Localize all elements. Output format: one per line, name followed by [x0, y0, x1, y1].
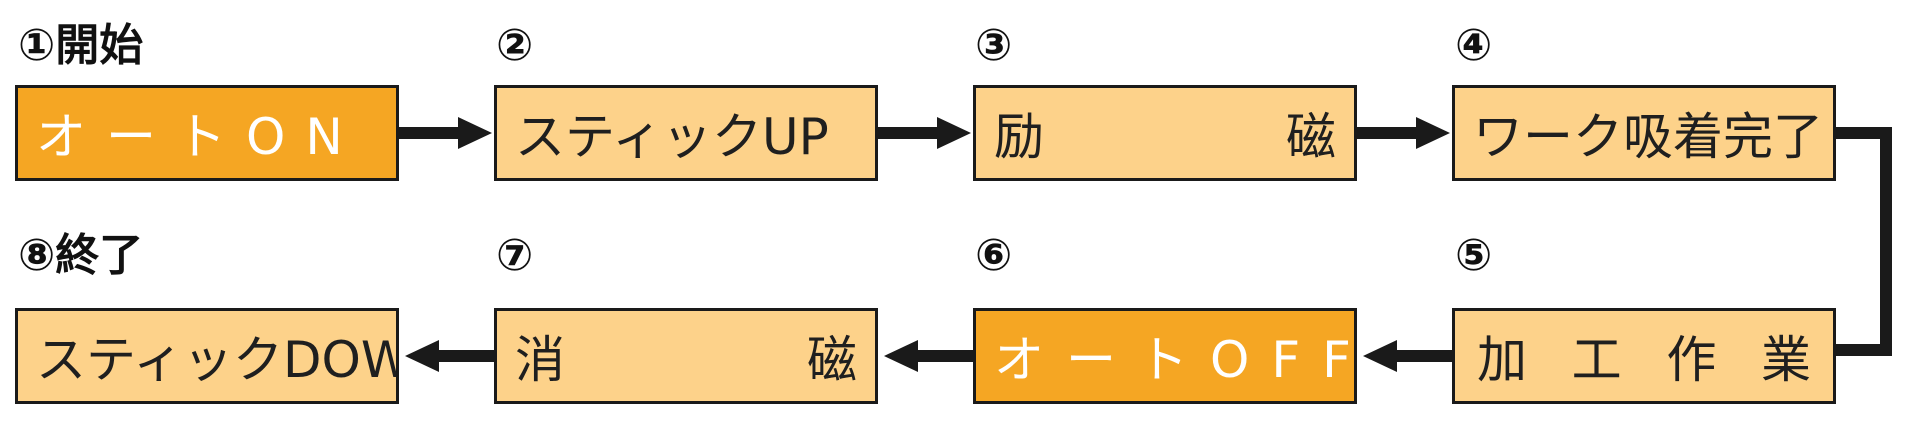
- step-6-label: ⑥: [975, 232, 1012, 280]
- arrow-4-to-5: [1836, 127, 1892, 356]
- step-1-caption: 開始: [55, 20, 144, 71]
- step-4-box: ワーク吸着完了: [1452, 85, 1836, 181]
- step-1-number: ①: [18, 20, 56, 71]
- step-5-text-b: 工: [1571, 331, 1622, 389]
- step-8-caption: 終了: [55, 230, 144, 281]
- step-3-text-a: 励: [994, 108, 1044, 166]
- step-8-number: ⑧: [18, 230, 56, 281]
- step-5-box: 加 工 作 業: [1452, 308, 1836, 404]
- step-3-text-b: 磁: [1286, 108, 1336, 166]
- arrow-7-to-8: [405, 340, 494, 372]
- arrow-5-to-6: [1363, 340, 1452, 372]
- step-7-text-b: 磁: [807, 331, 857, 389]
- step-5-number: ⑤: [1455, 230, 1493, 281]
- step-3-label: ③: [975, 22, 1012, 70]
- arrow-1-to-2: [399, 117, 492, 149]
- step-2-text: スティックUP: [515, 108, 829, 166]
- step-6-text: オートOFF: [994, 331, 1357, 389]
- step-6-box: オートOFF: [973, 308, 1357, 404]
- step-7-number: ⑦: [496, 230, 534, 281]
- step-4-text: ワーク吸着完了: [1473, 108, 1823, 166]
- step-4-label: ④: [1455, 22, 1492, 70]
- step-7-label: ⑦: [496, 232, 533, 280]
- step-4-number: ④: [1455, 20, 1493, 71]
- step-5-label: ⑤: [1455, 232, 1492, 280]
- step-5-text-a: 加: [1477, 331, 1527, 389]
- step-5-text-c: 作: [1666, 331, 1717, 389]
- step-8-box: スティックDOWN: [15, 308, 399, 404]
- step-8-text: スティックDOWN: [36, 331, 396, 389]
- step-1-text: オートON: [36, 108, 363, 166]
- step-2-number: ②: [496, 20, 534, 71]
- step-1-box: オートON: [15, 85, 399, 181]
- step-6-number: ⑥: [975, 230, 1013, 281]
- arrow-2-to-3: [878, 117, 971, 149]
- step-8-label: ⑧終了: [18, 232, 143, 280]
- step-1-label: ①開始: [18, 22, 143, 70]
- step-7-box: 消 磁: [494, 308, 878, 404]
- step-2-label: ②: [496, 22, 533, 70]
- arrow-3-to-4: [1357, 117, 1450, 149]
- arrow-6-to-7: [884, 340, 973, 372]
- step-2-box: スティックUP: [494, 85, 878, 181]
- step-3-number: ③: [975, 20, 1013, 71]
- step-3-box: 励 磁: [973, 85, 1357, 181]
- step-5-text-d: 業: [1760, 331, 1811, 389]
- step-7-text-a: 消: [515, 331, 565, 389]
